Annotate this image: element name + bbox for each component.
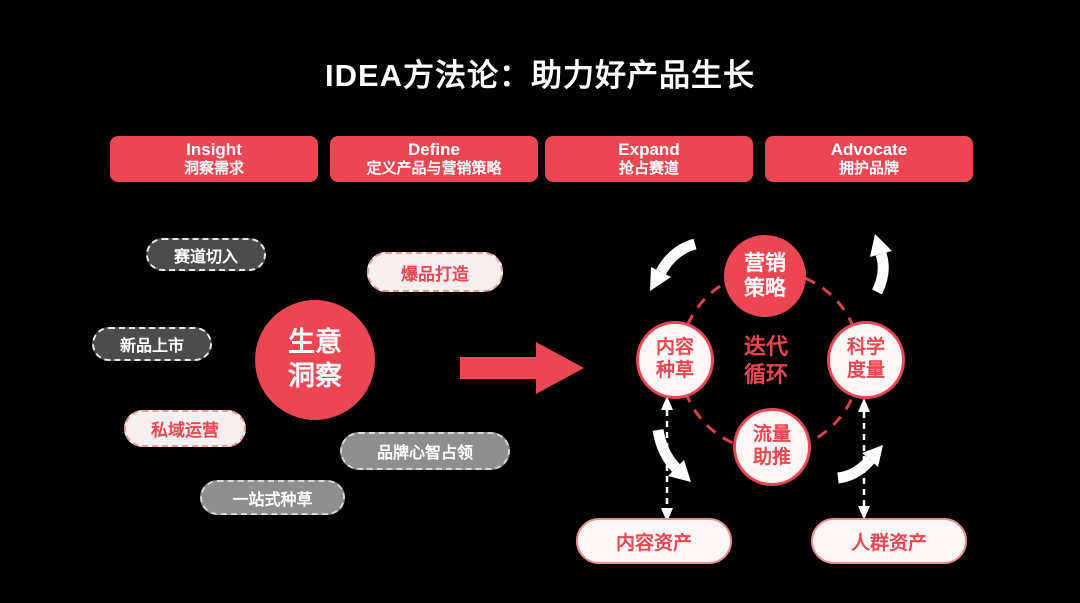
- cycle-node-traffic-boost: 流量 助推: [733, 408, 811, 486]
- core-circle-label: 洞察: [288, 361, 342, 391]
- core-circle-business-insight: 生意 洞察: [255, 300, 375, 420]
- node-label: 度量: [846, 360, 885, 381]
- phase-label-zh: 定义产品与营销策略: [366, 160, 502, 178]
- node-label: 营销: [744, 251, 786, 275]
- scenario-tag-brand-mind: 品牌心智占领: [340, 432, 510, 470]
- tag-label: 新品上市: [119, 338, 184, 355]
- tag-label: 私域运营: [151, 421, 219, 440]
- cycle-node-scientific-measurement: 科学 度量: [827, 321, 905, 399]
- phase-box-advocate: Advocate 拥护品牌: [765, 136, 973, 182]
- page-title: IDEA方法论：助力好产品生长: [324, 58, 756, 93]
- node-label: 策略: [744, 277, 786, 300]
- tag-label: 爆品打造: [401, 264, 469, 284]
- scenario-tag-track-entry: 赛道切入: [146, 238, 266, 271]
- node-label: 科学: [846, 337, 885, 359]
- phase-label-zh: 洞察需求: [183, 160, 244, 178]
- tag-label: 品牌心智占领: [376, 445, 473, 462]
- cycle-node-marketing-strategy: 营销 策略: [724, 235, 806, 317]
- scenario-tag-hit-product: 爆品打造: [367, 252, 503, 292]
- asset-pill-audience-assets: 人群资产: [811, 518, 967, 564]
- phase-box-insight: Insight 洞察需求: [110, 136, 318, 182]
- asset-label: 人群资产: [850, 532, 927, 554]
- tag-label: 一站式种草: [232, 491, 313, 509]
- phase-box-expand: Expand 抢占赛道: [545, 136, 753, 182]
- scenario-tag-private-domain: 私域运营: [124, 410, 246, 447]
- cycle-center-line: 循环: [743, 361, 788, 387]
- phase-label-en: Insight: [186, 140, 242, 159]
- flow-arrow-icon: [460, 342, 584, 394]
- cycle-arrow-bottom-left-icon: [652, 428, 691, 482]
- node-label: 种草: [655, 360, 694, 381]
- node-label: 助推: [752, 447, 791, 468]
- phase-label-en: Expand: [618, 140, 680, 159]
- phase-label-zh: 拥护品牌: [838, 160, 899, 178]
- asset-pill-content-assets: 内容资产: [576, 518, 732, 564]
- cycle-arrow-top-left-icon: [650, 238, 697, 291]
- tag-label: 赛道切入: [173, 248, 238, 266]
- core-circle-label: 生意: [288, 327, 342, 358]
- node-label: 内容: [655, 337, 694, 359]
- phase-label-en: Advocate: [830, 140, 908, 159]
- cycle-center-label: 迭代 循环: [728, 333, 804, 388]
- scenario-tag-one-stop: 一站式种草: [200, 480, 345, 515]
- asset-label: 内容资产: [615, 532, 692, 554]
- phase-box-define: Define 定义产品与营销策略: [330, 136, 538, 182]
- cycle-arrow-top-right-icon: [870, 234, 892, 294]
- phase-label-zh: 抢占赛道: [618, 160, 679, 178]
- scenario-tag-new-launch: 新品上市: [92, 327, 212, 361]
- cycle-center-line: 迭代: [743, 334, 788, 359]
- node-label: 流量: [752, 424, 791, 446]
- phase-label-en: Define: [408, 140, 460, 159]
- cycle-node-content-seeding: 内容 种草: [636, 321, 714, 399]
- cycle-arrow-bottom-right-icon: [837, 445, 883, 484]
